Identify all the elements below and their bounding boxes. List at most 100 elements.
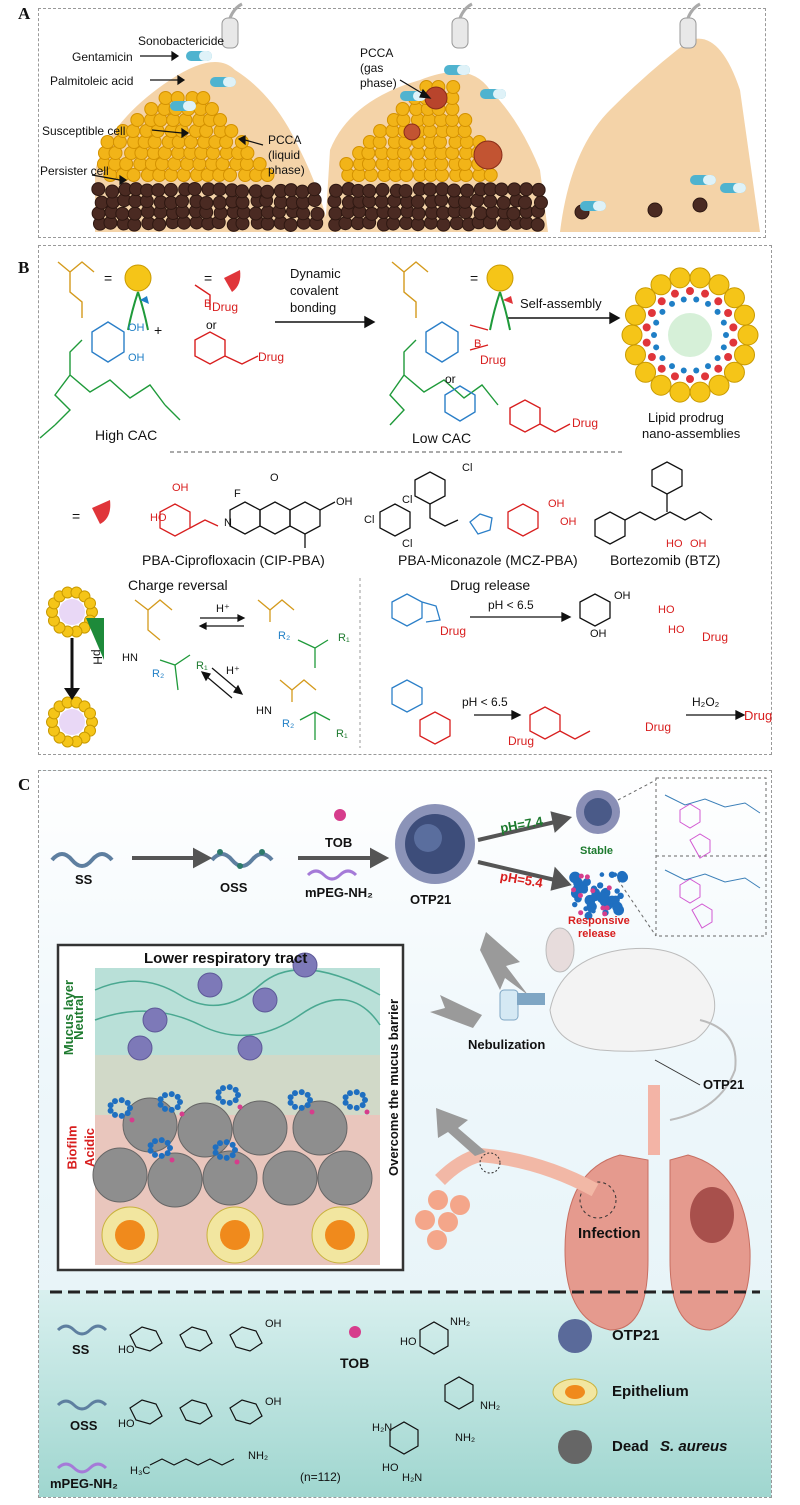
b-oh-2: OH (128, 352, 145, 364)
b-drug-release-4: Drug (645, 720, 672, 734)
b-or-1: or (206, 318, 217, 332)
b-mcz-oh: OH (548, 498, 565, 510)
b-or-2: or (445, 372, 456, 386)
b-r1-3: R₁ (336, 728, 348, 740)
b-cip-o: O (270, 472, 279, 484)
b-dynamic-3: bonding (290, 300, 337, 315)
b-b-1: B (204, 298, 212, 310)
b-r1-1: R₁ (196, 660, 208, 672)
legend-tob-ho-2: HO (382, 1462, 399, 1474)
legend-nh2-peg: NH₂ (248, 1450, 269, 1462)
legend-saureus: S. aureus (660, 1438, 728, 1455)
b-btz-ho: HO (666, 538, 683, 550)
b-mcz-cl-4: Cl (402, 538, 413, 550)
b-r2-3: R₂ (282, 718, 295, 730)
legend-tob-h2n-1: H₂N (372, 1422, 393, 1434)
b-hob-release: HO (658, 604, 675, 616)
label-gentamicin: Gentamicin (72, 50, 133, 64)
b-r2-2: R₂ (278, 630, 291, 642)
c-oss: OSS (220, 880, 248, 895)
label-pcca-gas-2: (gas (360, 61, 384, 75)
b-drug-release: Drug release (450, 577, 531, 593)
label-pcca-liquid-2: (liquid (268, 148, 301, 162)
b-cip-label: PBA-Ciprofloxacin (CIP-PBA) (142, 552, 325, 568)
b-drug-4: Drug (572, 416, 599, 430)
legend-ss: SS (72, 1342, 90, 1357)
label-sonobactericide: Sonobactericide (138, 34, 225, 48)
legend-otp21: OTP21 (612, 1327, 660, 1344)
c-acidic: Acidic (82, 1127, 98, 1168)
b-cip-oh: OH (172, 482, 189, 494)
c-mpeg: mPEG-NH₂ (305, 885, 373, 900)
panel-b-label: B (18, 258, 30, 277)
legend-oss: OSS (70, 1418, 98, 1433)
b-eq-1: = (104, 270, 113, 286)
legend-n112: (n=112) (300, 1470, 341, 1484)
b-hplus-2: H⁺ (226, 665, 240, 677)
b-oh-1: OH (128, 322, 145, 334)
b-lipid-1: Lipid prodrug (648, 410, 724, 425)
panel-b (38, 245, 772, 755)
b-low-cac: Low CAC (412, 430, 472, 446)
c-infection: Infection (578, 1225, 641, 1242)
legend-dead: Dead (612, 1438, 649, 1455)
b-charge-reversal: Charge reversal (128, 577, 228, 593)
b-ho-release: HO (668, 624, 685, 636)
b-eq-4: = (72, 508, 81, 524)
c-overcome: Overcome the mucus barrier (386, 998, 402, 1177)
b-drug-1: Drug (212, 300, 239, 314)
b-mcz-cl-3: Cl (364, 514, 375, 526)
b-drug-3: Drug (480, 353, 507, 367)
legend-mpeg: mPEG-NH₂ (50, 1476, 118, 1491)
c-biofilm: Biofilm (64, 1125, 80, 1170)
b-btz-label: Bortezomib (BTZ) (610, 552, 721, 568)
b-mcz-oh2: OH (560, 516, 577, 528)
b-dynamic-1: Dynamic (290, 266, 341, 281)
c-lower-tract: Lower respiratory tract (144, 950, 308, 967)
b-btz-oh: OH (690, 538, 707, 550)
b-mcz-cl-1: Cl (462, 462, 473, 474)
legend-epithelium: Epithelium (612, 1383, 689, 1400)
c-responsive-1: Responsive (568, 915, 630, 927)
label-pcca-gas-3: phase) (360, 76, 397, 90)
b-drug-release-3: Drug (508, 734, 535, 748)
b-lipid-2: nano-assemblies (642, 426, 741, 441)
c-nebulization: Nebulization (468, 1037, 546, 1052)
b-r2-1: R₂ (152, 668, 165, 680)
legend-tob-nh2-2: NH₂ (480, 1400, 501, 1412)
c-responsive-2: release (578, 928, 616, 940)
b-drug-2: Drug (258, 350, 285, 364)
label-pcca-gas-1: PCCA (360, 46, 394, 60)
b-ph-1: pH < 6.5 (488, 598, 534, 612)
label-persister-cell: Persister cell (40, 164, 109, 178)
label-pcca-liquid-1: PCCA (268, 133, 302, 147)
b-drug-release-2: Drug (702, 630, 729, 644)
label-pcca-liquid-3: phase) (268, 163, 305, 177)
legend-h3c: H₃C (130, 1465, 151, 1477)
b-eq-2: = (204, 270, 213, 286)
b-b-2: B (474, 338, 482, 350)
b-mcz-cl-2: Cl (402, 494, 413, 506)
legend-tob-ho-1: HO (400, 1336, 417, 1348)
b-cip-oh2: OH (336, 496, 353, 508)
b-drug-final: Drug (744, 708, 773, 723)
b-cip-f: F (234, 488, 241, 500)
legend-tob-nh2-3: NH₂ (455, 1432, 476, 1444)
b-drug-release-1: Drug (440, 624, 467, 638)
b-hn-1: HN (122, 652, 138, 664)
b-r1-2: R₁ (338, 632, 350, 644)
c-otp21: OTP21 (410, 892, 452, 907)
legend-tob-h2n-2: H₂N (402, 1472, 423, 1484)
panel-c-label: C (18, 775, 31, 794)
b-oh-release-1: OH (614, 590, 631, 602)
panel-a (38, 8, 766, 238)
b-mcz-label: PBA-Miconazole (MCZ-PBA) (398, 552, 578, 568)
legend-tob-nh2-1: NH₂ (450, 1316, 471, 1328)
b-ph-2: pH < 6.5 (462, 695, 508, 709)
b-ph-vertical: pH (90, 649, 105, 665)
legend-ss-oh: OH (265, 1318, 282, 1330)
c-ss: SS (75, 872, 93, 887)
b-cip-ho: HO (150, 512, 167, 524)
b-cip-n: N (224, 517, 232, 529)
b-self-assembly: Self-assembly (520, 296, 602, 311)
